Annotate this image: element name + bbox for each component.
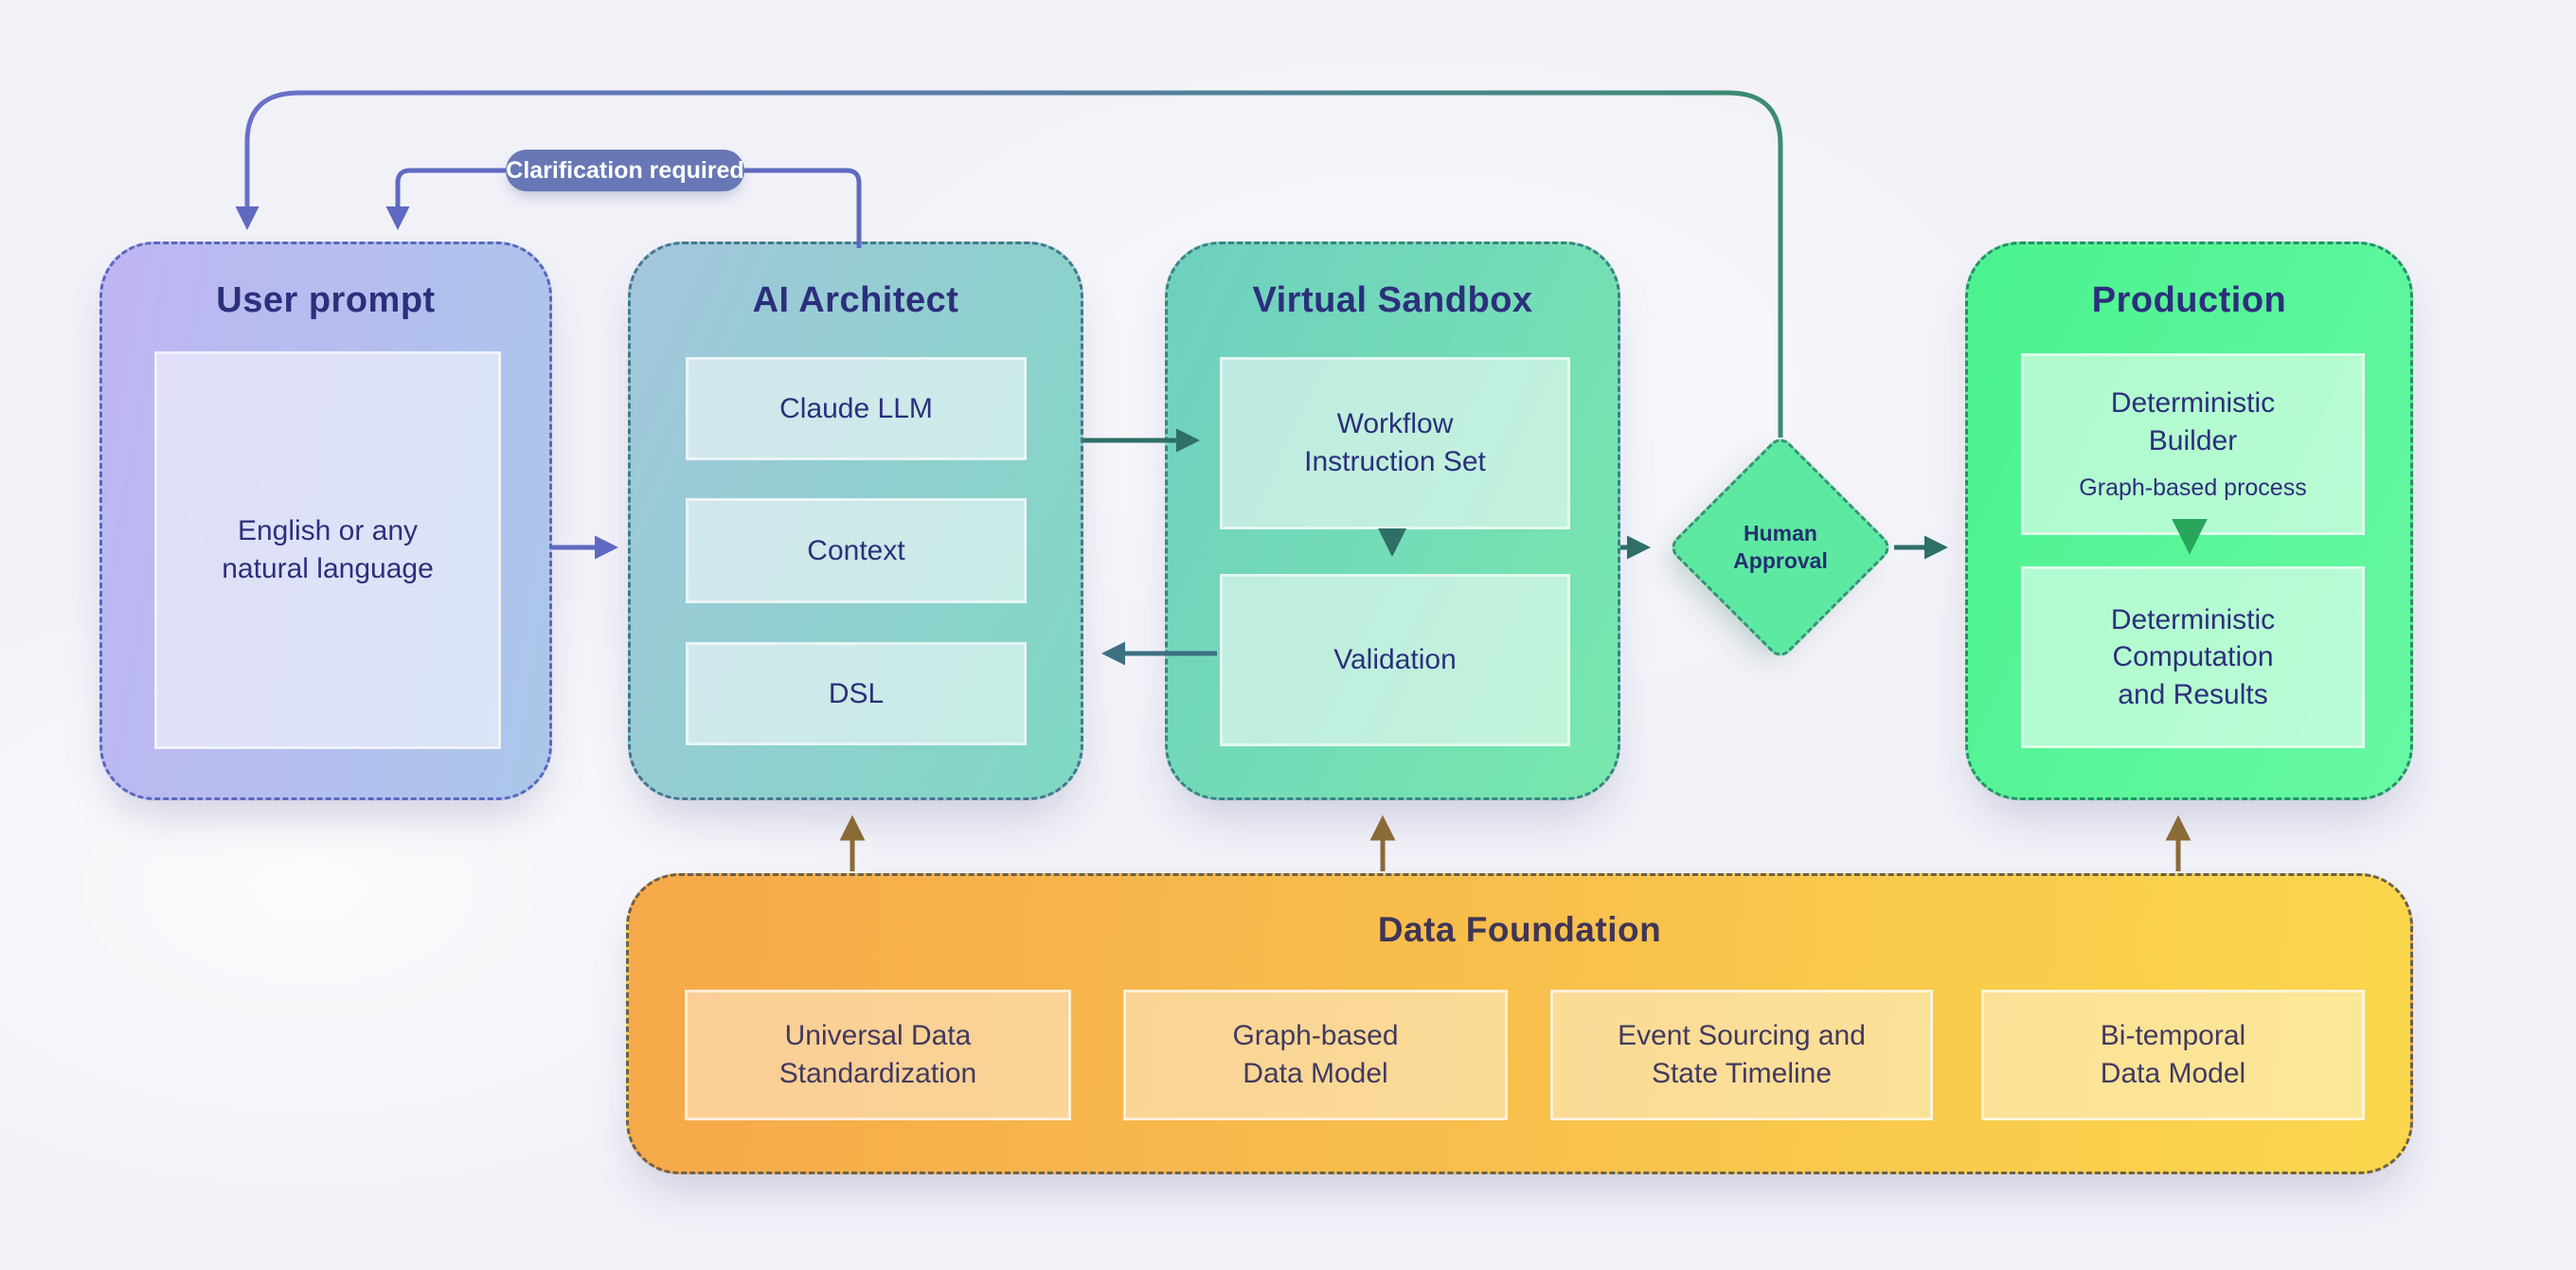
node-production: Production Deterministic Builder Graph-b… bbox=[1965, 241, 2413, 800]
node-virtual-sandbox: Virtual Sandbox Workflow Instruction Set… bbox=[1165, 241, 1620, 800]
clarification-badge: Clarification required bbox=[506, 150, 744, 191]
human-approval-line: Human bbox=[1744, 520, 1817, 546]
user-prompt-body-line: English or any bbox=[237, 515, 419, 547]
builder-line: Builder bbox=[2148, 424, 2238, 456]
df-item-line: Universal Data bbox=[784, 1020, 972, 1052]
clarification-badge-label: Clarification required bbox=[506, 156, 744, 184]
df-item-line: Data Model bbox=[1243, 1058, 1388, 1089]
item-workflow-line: Workflow bbox=[1336, 408, 1454, 440]
virtual-sandbox-title: Virtual Sandbox bbox=[1252, 280, 1533, 320]
human-approval-line: Approval bbox=[1733, 548, 1828, 573]
node-data-foundation: Data Foundation Universal Data Standardi… bbox=[626, 873, 2413, 1174]
df-item-line: Bi-temporal bbox=[2100, 1020, 2246, 1052]
item-claude-llm-label: Claude LLM bbox=[779, 392, 933, 424]
user-prompt-title: User prompt bbox=[216, 280, 436, 320]
df-item-line: Graph-based bbox=[1232, 1020, 1399, 1052]
df-item-line: State Timeline bbox=[1651, 1058, 1833, 1089]
human-approval-label: Human Approval bbox=[1700, 467, 1861, 628]
user-prompt-panel: English or any natural language bbox=[154, 351, 501, 749]
data-foundation-title: Data Foundation bbox=[1377, 910, 1662, 949]
df-item-bi-temporal-data-model: Bi-temporal Data Model bbox=[1981, 990, 2365, 1120]
df-item-event-sourcing-state-timeline: Event Sourcing and State Timeline bbox=[1550, 990, 1933, 1120]
production-title: Production bbox=[2091, 280, 2287, 320]
clarification-line-right bbox=[744, 168, 862, 248]
item-deterministic-computation: Deterministic Computation and Results bbox=[2021, 566, 2365, 748]
builder-line: Deterministic bbox=[2110, 386, 2276, 419]
df-item-line: Data Model bbox=[2100, 1058, 2246, 1089]
ai-architect-title: AI Architect bbox=[752, 280, 959, 320]
item-workflow-line: Instruction Set bbox=[1304, 446, 1486, 477]
item-context-label: Context bbox=[807, 534, 905, 566]
computation-line: Deterministic bbox=[2110, 603, 2276, 635]
item-validation-label: Validation bbox=[1333, 644, 1457, 676]
df-item-universal-data-standardization: Universal Data Standardization bbox=[685, 990, 1071, 1120]
item-dsl-label: DSL bbox=[828, 677, 885, 709]
item-workflow-instruction-set: Workflow Instruction Set bbox=[1220, 357, 1570, 529]
item-deterministic-builder: Deterministic Builder Graph-based proces… bbox=[2021, 353, 2365, 535]
user-prompt-body-line: natural language bbox=[222, 553, 434, 584]
df-item-graph-based-data-model: Graph-based Data Model bbox=[1123, 990, 1508, 1120]
item-context: Context bbox=[686, 498, 1027, 603]
node-ai-architect: AI Architect Claude LLM Context DSL bbox=[628, 241, 1083, 800]
df-item-line: Standardization bbox=[778, 1058, 977, 1089]
node-human-approval: Human Approval bbox=[1666, 433, 1895, 662]
computation-line: Computation bbox=[2112, 641, 2274, 673]
builder-subtitle: Graph-based process bbox=[2079, 474, 2307, 502]
clarification-arrow-left bbox=[385, 168, 506, 230]
item-validation: Validation bbox=[1220, 574, 1570, 746]
computation-line: and Results bbox=[2118, 678, 2268, 710]
node-user-prompt: User prompt English or any natural langu… bbox=[99, 241, 552, 800]
df-item-line: Event Sourcing and bbox=[1618, 1020, 1866, 1052]
item-dsl: DSL bbox=[686, 642, 1027, 745]
item-claude-llm: Claude LLM bbox=[686, 357, 1027, 460]
